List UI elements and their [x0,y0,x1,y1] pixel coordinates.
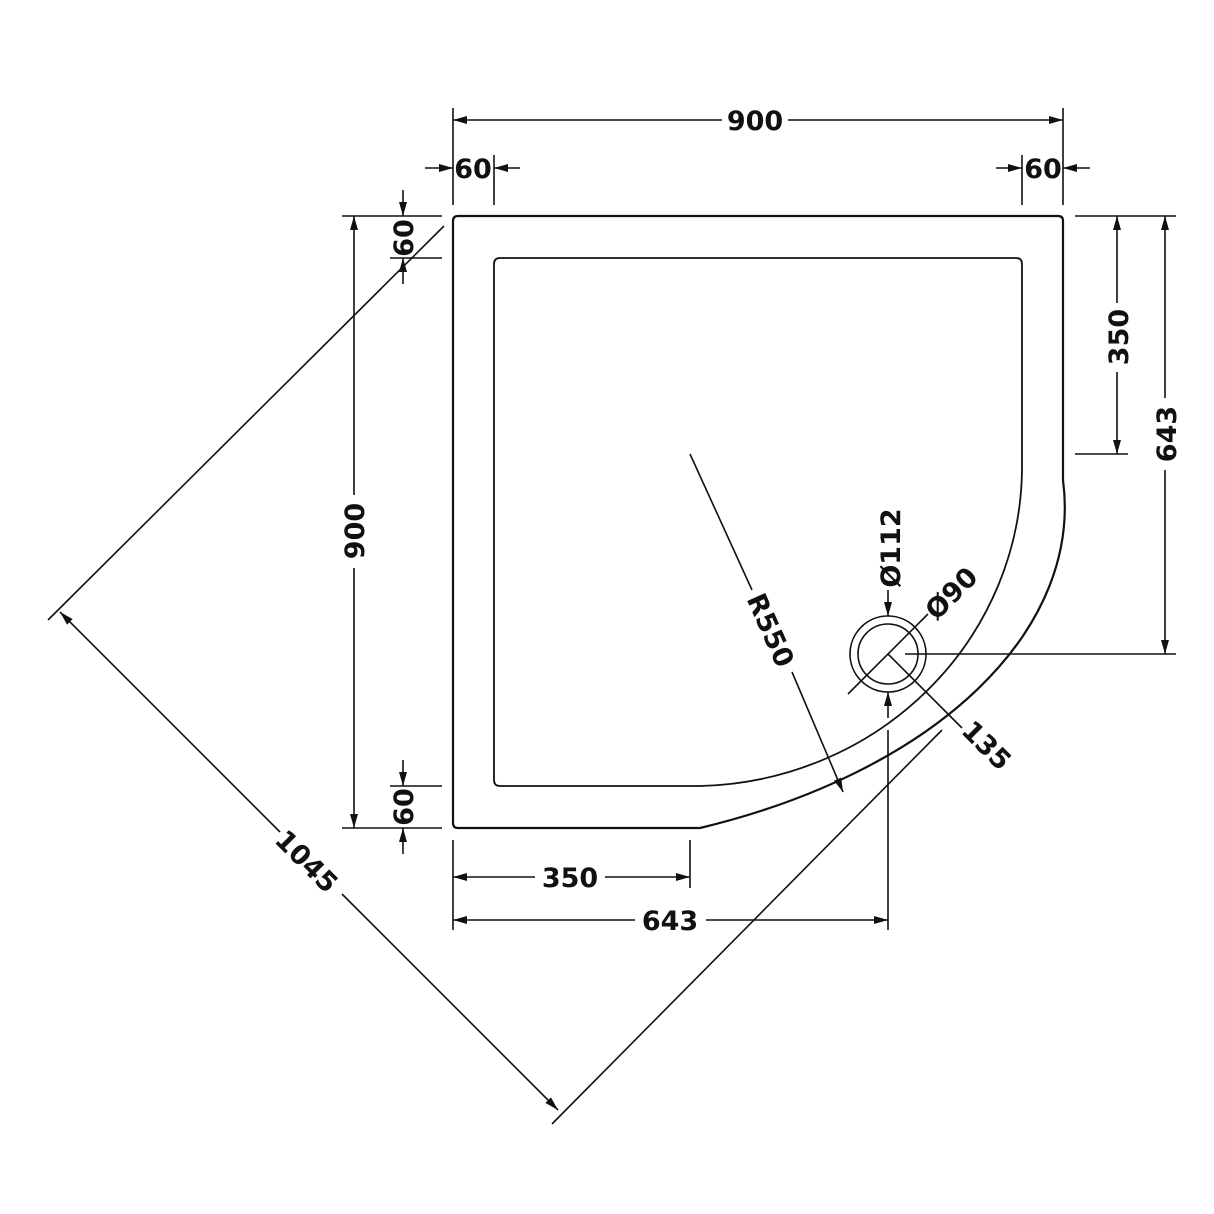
dim-rim-right-60: 60 [1024,154,1062,185]
dim-depth-900: 900 [340,503,371,559]
dim-waste-to-edge-135: 135 [955,715,1017,777]
tray-outer-edge [451,214,1066,830]
dim-waste-x-643: 643 [642,906,698,937]
leader-radius-b [791,671,844,793]
dim-width-900: 900 [727,106,783,137]
dim-straight-bottom-350: 350 [542,863,598,894]
dim-line-diagonal-a [59,611,281,833]
leader-waste-to-edge [887,653,963,729]
dim-waste-y-643: 643 [1152,406,1183,462]
dim-straight-right-350: 350 [1104,309,1135,365]
dim-line-diagonal-b [341,893,559,1111]
dim-rim-top-60: 60 [389,219,420,257]
tray-inner-basin [493,257,1023,787]
ext-line-diag-top [47,225,445,621]
dim-rim-left-60: 60 [454,154,492,185]
dim-diagonal-1045: 1045 [268,824,343,899]
dim-rim-bottom-60: 60 [389,788,420,826]
dim-waste-outer-112: Ø112 [876,508,907,587]
leader-radius-a [689,453,753,591]
ext-line-diag-bottom [551,729,943,1125]
